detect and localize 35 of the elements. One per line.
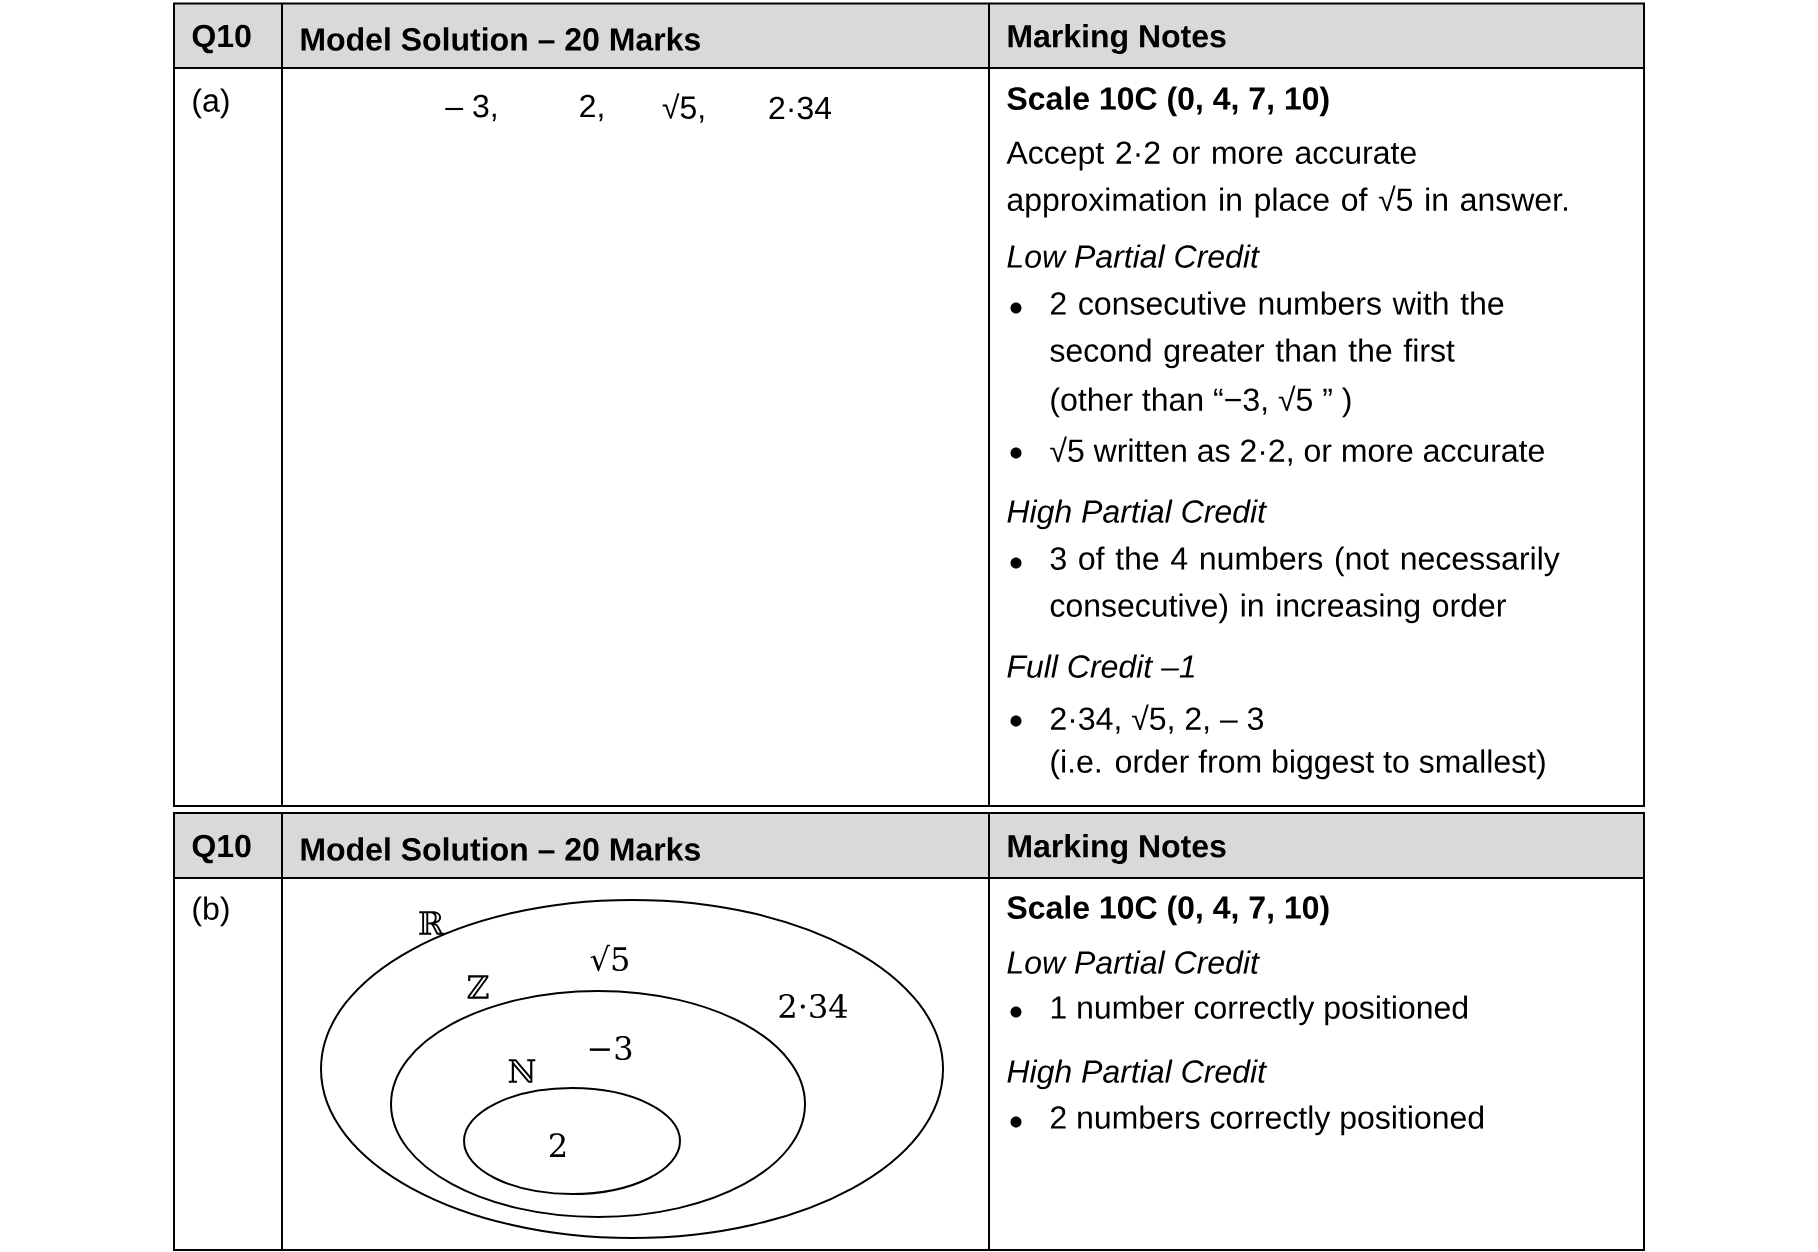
credit-heading: Full Credit –1: [1007, 654, 1194, 678]
note-text: 2·34, √5, 2, – 3: [1051, 704, 1263, 734]
element-label: 2: [550, 1133, 566, 1157]
set-ellipse: [320, 899, 944, 1239]
part-label: (b): [193, 896, 229, 927]
part-label: (a): [193, 88, 229, 119]
header-cell: Q10: [174, 813, 282, 878]
answer-number: – 3,: [445, 94, 496, 122]
header-cell: Marking Notes: [989, 813, 1645, 878]
note-text: 1 number correctly positioned: [1051, 995, 1468, 1026]
note-text: (other than “−3, √5 ” ): [1051, 385, 1351, 418]
note-text: 3 of the 4 numbers (not necessarily consecutive) in increasing order: [1050, 546, 1560, 624]
element-label: √5: [590, 944, 628, 972]
set-ellipse: [463, 1087, 681, 1195]
set-symbol: ℤ: [467, 975, 489, 999]
note-text: Accept 2·2 or more accurate approximation in place of √5 in answer.: [1006, 141, 1568, 218]
note-text: √5 written as 2·2, or more accurate: [1050, 436, 1544, 466]
header-cell: Q10: [174, 3, 282, 68]
element-label: −3: [589, 1035, 632, 1061]
credit-heading: Low Partial Credit: [1007, 950, 1260, 974]
note-text: 2 numbers correctly positioned: [1051, 1105, 1484, 1136]
set-symbol: ℕ: [508, 1059, 536, 1083]
element-label: 2·34: [779, 993, 848, 1019]
answer-number: √5,: [662, 93, 704, 123]
scale-heading: Scale 10C (0, 4, 7, 10): [1007, 86, 1329, 117]
answer-number: 2·34: [769, 96, 832, 120]
credit-heading: Low Partial Credit: [1007, 244, 1260, 268]
set-symbol: ℝ: [419, 911, 445, 935]
credit-heading: High Partial Credit: [1007, 1059, 1268, 1090]
note-text: 2 consecutive numbers with the second greater than the first: [1050, 291, 1504, 369]
note-text: (i.e. order from biggest to smallest): [1051, 749, 1545, 780]
scale-heading: Scale 10C (0, 4, 7, 10): [1007, 895, 1329, 926]
header-cell: Marking Notes: [989, 3, 1645, 68]
answer-number: 2,: [580, 94, 603, 122]
credit-heading: High Partial Credit: [1007, 499, 1268, 530]
